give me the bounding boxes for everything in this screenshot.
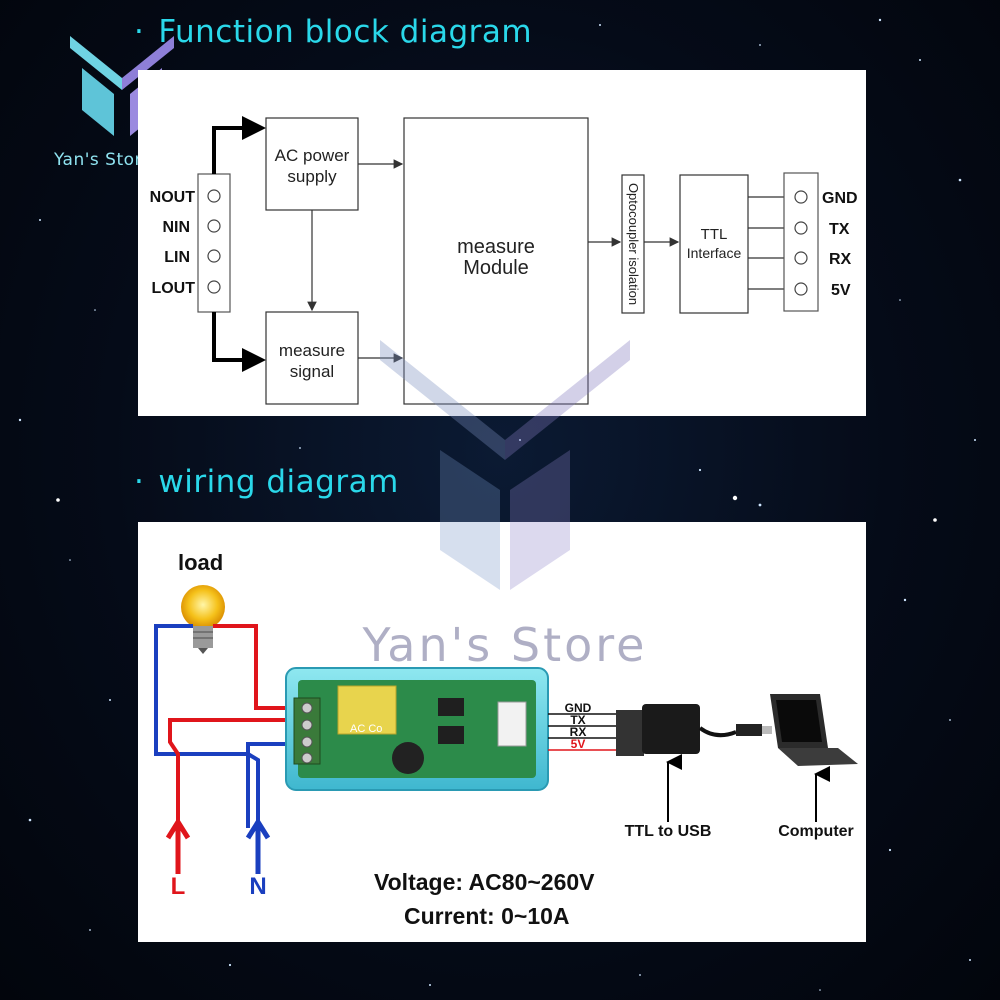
signal-label-5v: 5V [571,737,586,751]
terminal-label-nin: NIN [162,219,190,236]
computer-label: Computer [778,823,854,840]
section-title-wiring: ·wiring diagram [134,464,399,500]
signal-label-rx: RX [570,725,587,739]
ac-power-supply-line1: AC power [275,146,350,165]
output-label-5v: 5V [831,282,851,299]
voltage-spec: Voltage: AC80~260V [374,869,595,895]
current-spec: Current: 0~10A [404,903,570,929]
output-label-gnd: GND [822,190,858,207]
terminal-label-lout: LOUT [151,280,195,297]
signal-label-tx: TX [570,713,585,727]
section-title-function-block: ·Function block diagram [134,14,533,50]
measure-module-line2: Module [463,257,529,279]
output-label-rx: RX [829,251,852,268]
signal-label-gnd: GND [565,701,592,715]
measure-signal-block [265,311,359,405]
power-meter-module: AC Co [285,667,549,791]
optocoupler-label: Optocoupler isolation [626,183,641,305]
ttl-interface-line2: Interface [687,245,742,261]
load-label: load [178,550,223,575]
store-logo-text: Yan's Store [54,150,153,170]
measure-signal-line2: signal [290,362,334,381]
terminal-label-nout: NOUT [150,189,196,206]
ac-power-supply-line2: supply [287,167,337,186]
neutral-label-n: N [249,873,266,900]
output-label-tx: TX [829,221,850,238]
measure-signal-line1: measure [279,341,345,360]
lightbulb-icon [181,585,225,654]
measure-module-block [403,117,589,405]
measure-module-line1: measure [457,236,535,258]
line-label-l: L [171,873,186,900]
terminal-label-lin: LIN [164,249,190,266]
laptop-icon [770,694,858,766]
function-block-diagram: NOUT NIN LIN LOUT AC power supply measur… [138,70,866,416]
ttl-interface-block [679,174,749,314]
ttl-to-usb-label: TTL to USB [625,823,712,840]
ttl-usb-adapter [616,704,772,756]
ac-power-supply-block [265,117,359,211]
wiring-diagram: load L N AC Co [138,522,866,942]
ttl-interface-line1: TTL [701,226,728,243]
optocoupler-block [621,174,645,314]
module-label: AC Co [350,723,382,735]
